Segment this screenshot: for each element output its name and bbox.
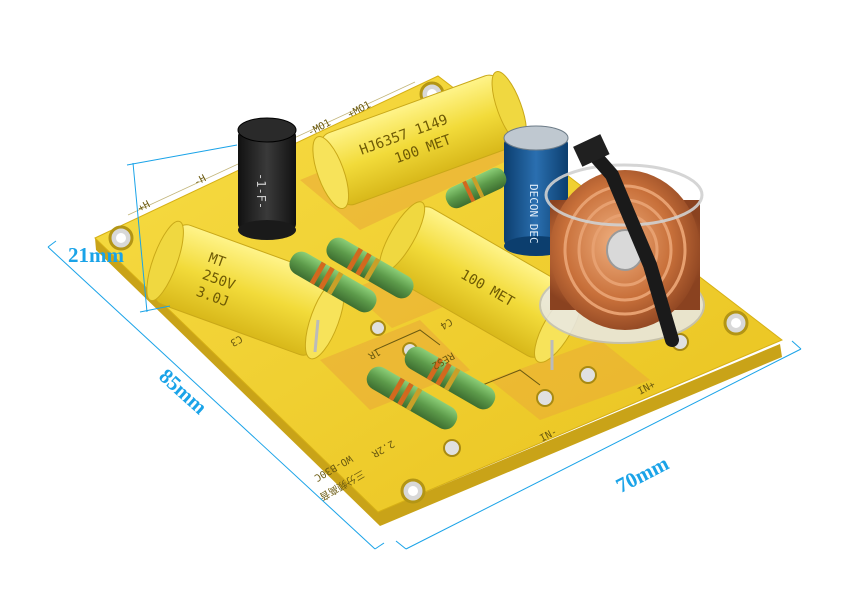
dimension-annotations [47, 144, 802, 550]
film-capacitor-left: MT 250V 3.0J [146, 220, 345, 360]
cap-left-line-1: MT [206, 250, 228, 271]
air-core-coil [539, 134, 705, 347]
electrolytic-label: DECON DEC [527, 184, 540, 244]
resistor [289, 251, 377, 313]
silk-top-left-2: -H [192, 173, 208, 188]
resistor [404, 346, 496, 410]
width-dim-label: 70mm [612, 451, 673, 498]
inductor-label: -1-F- [254, 173, 268, 209]
resistor [445, 167, 507, 209]
height-dim-label: 21mm [68, 243, 124, 267]
width-dim-line [405, 348, 802, 550]
mounting-holes [108, 81, 749, 504]
silk-c3: C3 [228, 332, 244, 348]
mounting-hole [400, 478, 426, 504]
film-capacitor-top: HJ6357 1149 100 MET [312, 71, 527, 209]
mounting-hole [108, 225, 134, 251]
mounting-hole [723, 310, 749, 336]
ferrite-inductor: -1-F- [237, 117, 297, 240]
length-dim-line [47, 246, 376, 550]
resistors [289, 167, 507, 430]
height-dim-line [132, 162, 148, 313]
resistor [326, 237, 414, 299]
silk-top-left-1: +H [136, 199, 152, 214]
silk-c4: C4 [438, 315, 454, 331]
resistor [366, 366, 458, 430]
